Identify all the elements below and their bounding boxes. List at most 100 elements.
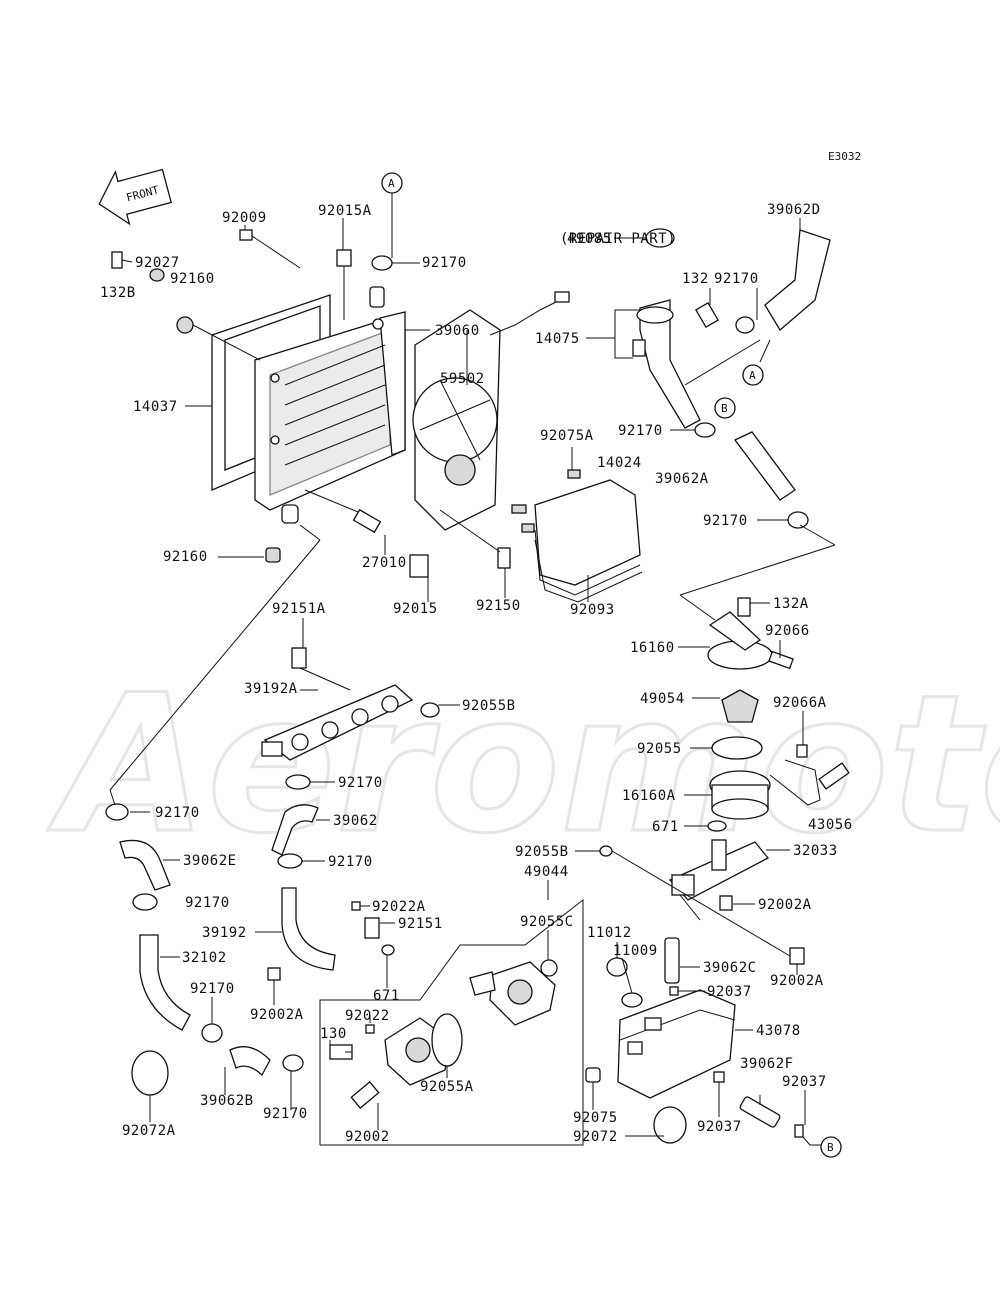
part-label: 92150: [476, 598, 521, 614]
hose-39062-icon: [271, 804, 319, 856]
callout-a-top: A: [381, 172, 403, 194]
part-label: 32033: [793, 843, 838, 859]
gasket-11009-icon: [621, 992, 643, 1008]
grommet-92160-bot-icon: [265, 504, 299, 563]
clamp-92170-l2-icon: [132, 893, 158, 911]
part-label: 92055A: [420, 1079, 474, 1095]
callout-b-top: B: [714, 397, 736, 419]
part-label: 92075: [573, 1110, 618, 1126]
part-label: 92002: [345, 1129, 390, 1145]
part-label: 11009: [613, 943, 658, 959]
pipe-32102-icon: [139, 934, 191, 1031]
thermostat-49054-icon: [721, 689, 759, 723]
part-label: 92160: [170, 271, 215, 287]
leader-lines: [109, 192, 836, 1146]
part-label: 14024: [597, 455, 642, 471]
hose-39062B-icon: [229, 1046, 271, 1077]
oring-92055-icon: [711, 736, 763, 760]
clamp-92072-icon: [653, 1106, 687, 1144]
svg-text:B: B: [827, 1141, 834, 1154]
sensor-43056-icon: [818, 762, 850, 790]
bolt-92002-icon: [350, 1081, 380, 1109]
part-label: 92015: [393, 601, 438, 617]
part-label: 92037: [697, 1119, 742, 1135]
clamp-92037-3-icon: [794, 1124, 804, 1138]
bolt-92002A-r2-icon: [789, 947, 805, 965]
part-label: 132: [682, 271, 709, 287]
part-label: 49044: [524, 864, 569, 880]
part-label: 130: [320, 1026, 347, 1042]
plug-92066A-icon: [796, 744, 808, 758]
part-label: 32102: [182, 950, 227, 966]
part-label: 43056: [808, 817, 853, 833]
part-label: 92170: [155, 805, 200, 821]
part-label: 14075: [535, 331, 580, 347]
part-label: 92170: [185, 895, 230, 911]
hose-39062D-icon: [759, 229, 831, 363]
part-label: 92002A: [770, 973, 824, 989]
shroud-92093-icon: [511, 469, 643, 603]
oring-671-m-icon: [381, 944, 395, 956]
washer-92022-icon: [365, 1024, 375, 1034]
part-label: 671: [373, 988, 400, 1004]
thermostat-cover-16160-icon: [707, 611, 794, 670]
part-label: 92160: [163, 549, 208, 565]
grommet-92027-icon: [149, 268, 165, 282]
cap-11012-icon: [606, 957, 628, 977]
part-label: 39062C: [703, 960, 757, 976]
bolt-92009-icon: [239, 229, 301, 269]
callout-b-bottom: B: [820, 1136, 842, 1158]
part-label: 92066A: [773, 695, 827, 711]
hose-39192-icon: [281, 887, 336, 971]
radiator-icon: [211, 286, 406, 511]
part-label: 92027: [135, 255, 180, 271]
part-label: 92151A: [272, 601, 326, 617]
part-label: 16160A: [622, 788, 676, 804]
part-label: 43078: [756, 1023, 801, 1039]
part-label: 92066: [765, 623, 810, 639]
pipe-39192A-icon: [261, 684, 414, 761]
part-label: 92055C: [520, 914, 574, 930]
oring-92055B-r-icon: [599, 845, 613, 857]
svg-text:A: A: [388, 177, 395, 190]
clamp-92170-r2-icon: [694, 422, 716, 438]
clamp-92170-r3-icon: [787, 511, 809, 529]
part-label: 39062: [333, 813, 378, 829]
filler-14075-icon: [632, 299, 701, 429]
bolt-92151-icon: [364, 917, 380, 939]
bolt-92002A-r1-icon: [719, 895, 733, 911]
part-label: 14037: [133, 399, 178, 415]
clip-92075-icon: [585, 1067, 601, 1083]
clamp-92170-b-icon: [282, 1054, 304, 1072]
part-label: 92002A: [250, 1007, 304, 1023]
part-label: 92022: [345, 1008, 390, 1024]
oring-671-r-icon: [707, 820, 727, 832]
part-label: 92093: [570, 602, 615, 618]
grommet-92160-top-icon: [176, 316, 261, 361]
reservoir-43078-icon: [617, 989, 736, 1099]
part-label: 92055: [637, 741, 682, 757]
part-label: 27010: [362, 555, 407, 571]
part-label: 92072: [573, 1129, 618, 1145]
hose-39062C-icon: [664, 937, 680, 984]
pipe-32033-icon: [668, 839, 770, 921]
fan-59502-icon: [409, 291, 570, 578]
diagram-code: E3032: [828, 150, 861, 163]
water-pump-group-box: [319, 898, 584, 1146]
part-label: 92170: [263, 1106, 308, 1122]
clamp-92072A-icon: [131, 1050, 169, 1096]
part-label: 92170: [422, 255, 467, 271]
part-label: 59502: [440, 371, 485, 387]
part-label: 92170: [618, 423, 663, 439]
part-label: 39060: [435, 323, 480, 339]
clamp-92037-2-icon: [713, 1071, 725, 1083]
callout-a-right: A: [742, 364, 764, 386]
part-label: 39062B: [200, 1093, 254, 1109]
part-label: 132B: [100, 285, 136, 301]
part-label: 92002A: [758, 897, 812, 913]
part-label: 39062F: [740, 1056, 794, 1072]
part-label: 132A: [773, 596, 809, 612]
part-label: 49054: [640, 691, 685, 707]
sensor-27010-icon: [304, 489, 382, 534]
